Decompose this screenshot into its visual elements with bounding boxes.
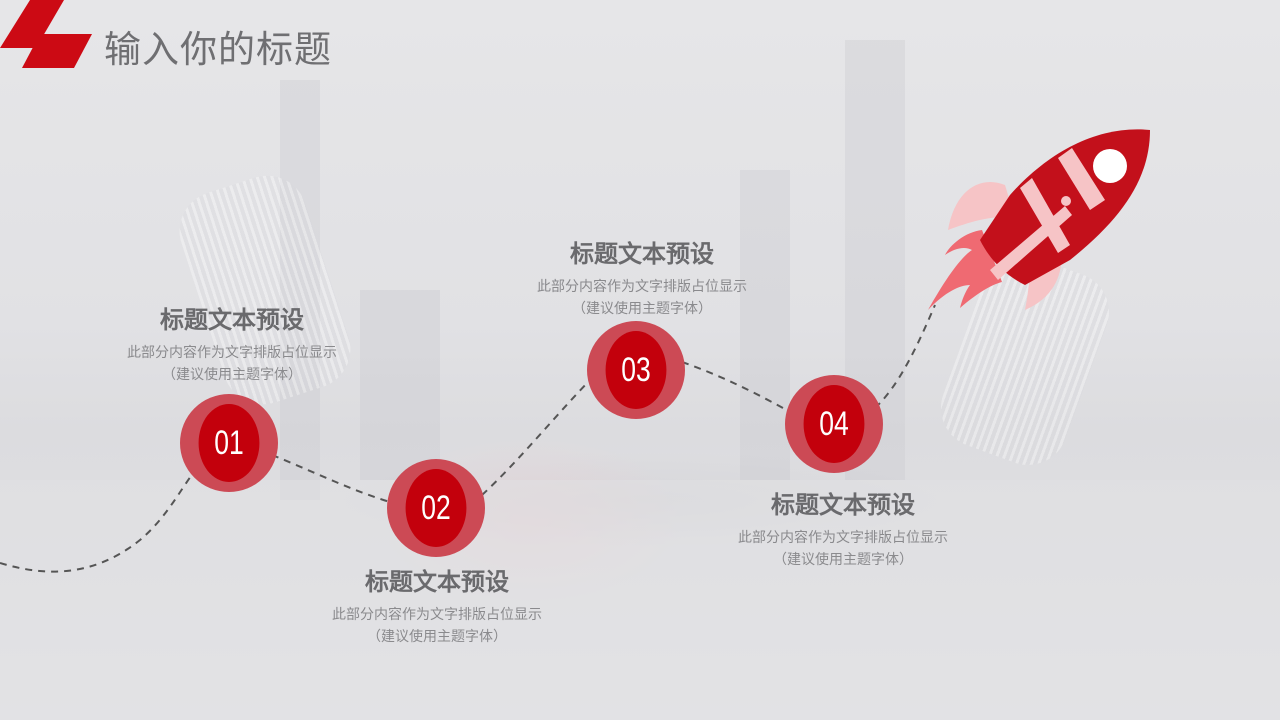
step-description: 此部分内容作为文字排版占位显示 （建议使用主题字体）	[297, 604, 577, 648]
step-desc-line1: 此部分内容作为文字排版占位显示	[738, 530, 948, 546]
step-04-text-block: 标题文本预设 此部分内容作为文字排版占位显示 （建议使用主题字体）	[703, 489, 983, 571]
step-title: 标题文本预设	[570, 240, 714, 268]
step-desc-line2: （建议使用主题字体）	[367, 629, 507, 645]
rocket-icon	[928, 129, 1150, 310]
red-parallelogram-logo-icon	[0, 0, 92, 68]
step-desc-line1: 此部分内容作为文字排版占位显示	[537, 279, 747, 295]
step-number: 04	[803, 385, 865, 463]
step-04-circle: 04	[785, 375, 883, 473]
bg-river	[0, 480, 1280, 720]
step-title: 标题文本预设	[160, 306, 304, 334]
step-01-text-block: 标题文本预设 此部分内容作为文字排版占位显示 （建议使用主题字体）	[92, 304, 372, 386]
step-title: 标题文本预设	[365, 568, 509, 596]
step-desc-line2: （建议使用主题字体）	[162, 367, 302, 383]
step-number: 03	[605, 331, 667, 409]
step-desc-line2: （建议使用主题字体）	[572, 301, 712, 317]
step-description: 此部分内容作为文字排版占位显示 （建议使用主题字体）	[703, 527, 983, 571]
bg-tower	[280, 80, 320, 500]
page-title: 输入你的标题	[104, 28, 332, 71]
step-desc-line2: （建议使用主题字体）	[773, 552, 913, 568]
step-03-circle: 03	[587, 321, 685, 419]
step-02-circle: 02	[387, 459, 485, 557]
step-03-text-block: 标题文本预设 此部分内容作为文字排版占位显示 （建议使用主题字体）	[502, 238, 782, 320]
step-desc-line1: 此部分内容作为文字排版占位显示	[127, 345, 337, 361]
step-number: 02	[405, 469, 467, 547]
step-title: 标题文本预设	[771, 491, 915, 519]
bg-tower	[740, 170, 790, 480]
bg-tower	[360, 290, 440, 480]
step-01-circle: 01	[180, 394, 278, 492]
step-description: 此部分内容作为文字排版占位显示 （建议使用主题字体）	[502, 276, 782, 320]
step-desc-line1: 此部分内容作为文字排版占位显示	[332, 607, 542, 623]
step-number: 01	[198, 404, 260, 482]
step-description: 此部分内容作为文字排版占位显示 （建议使用主题字体）	[92, 342, 372, 386]
step-02-text-block: 标题文本预设 此部分内容作为文字排版占位显示 （建议使用主题字体）	[297, 566, 577, 648]
